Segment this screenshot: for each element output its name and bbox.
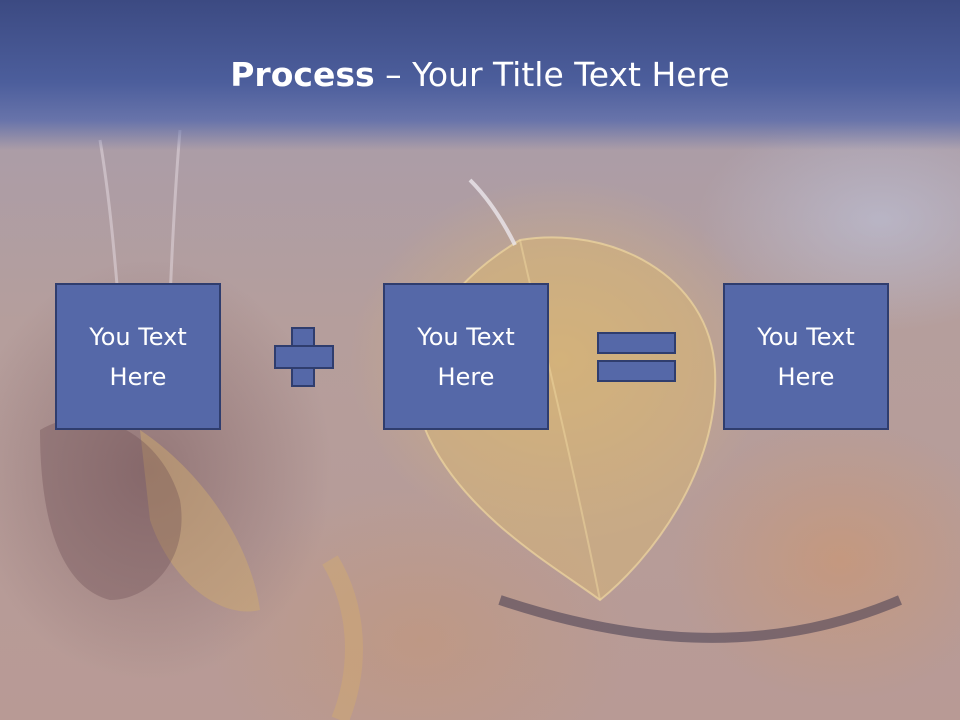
process-box-2[interactable]: You Text Here (383, 283, 549, 430)
slide-title: Process – Your Title Text Here (0, 54, 960, 96)
title-bold: Process (230, 55, 375, 94)
title-bar (0, 0, 960, 150)
process-box-1-text: You Text Here (89, 322, 187, 391)
process-box-3-text: You Text Here (757, 322, 855, 391)
title-rest: – Your Title Text Here (374, 55, 730, 94)
process-box-2-text: You Text Here (417, 322, 515, 391)
process-box-3[interactable]: You Text Here (723, 283, 889, 430)
process-box-1[interactable]: You Text Here (55, 283, 221, 430)
